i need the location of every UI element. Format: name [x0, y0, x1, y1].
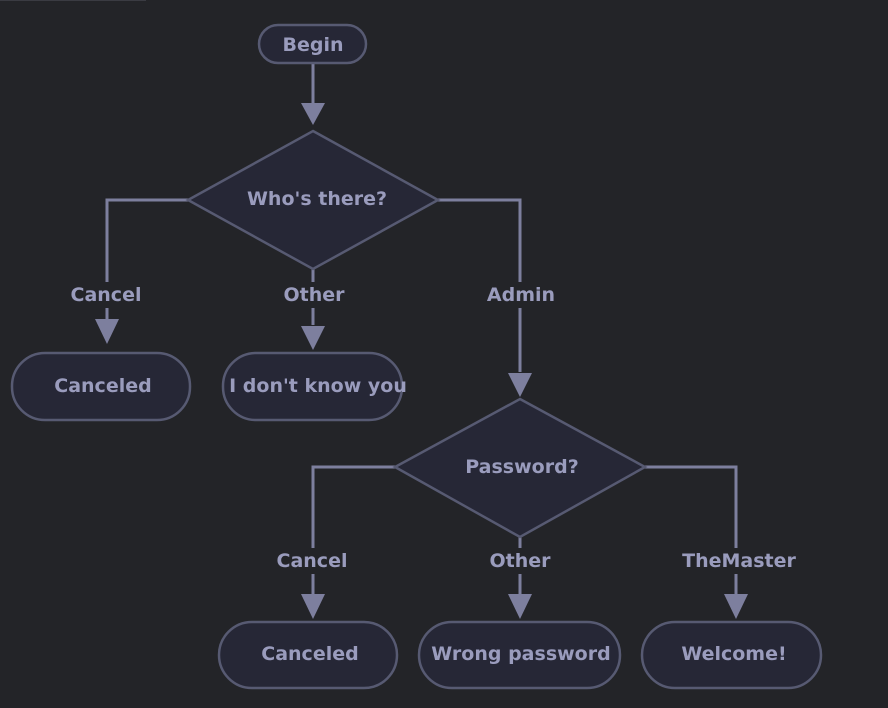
node-welcome[interactable]: Welcome!	[640, 620, 823, 690]
arrowhead-welcome	[724, 594, 748, 619]
edge-decision1-cancel	[105, 198, 190, 320]
node-canceled-1[interactable]: Canceled	[10, 351, 192, 422]
svg-text:I don't know you: I don't know you	[229, 375, 407, 397]
node-canceled-2[interactable]: Canceled	[217, 620, 399, 690]
arrowhead-wrong	[508, 594, 532, 619]
edges	[95, 64, 748, 619]
edge-label-other-2: Other	[489, 550, 551, 572]
svg-text:Password?: Password?	[465, 456, 578, 478]
edge-label-cancel-2: Cancel	[277, 550, 348, 572]
edge-label-other-1: Other	[283, 284, 345, 306]
node-decision-whos-there[interactable]: Who's there?	[185, 129, 441, 271]
edge-label-themaster: TheMaster	[682, 550, 796, 572]
node-begin[interactable]: Begin	[257, 23, 368, 65]
svg-text:Welcome!: Welcome!	[681, 643, 786, 665]
arrowhead-decision1	[301, 103, 325, 125]
svg-text:Who's there?: Who's there?	[247, 188, 387, 210]
edge-label-cancel-1: Cancel	[71, 284, 142, 306]
arrowhead-unknown	[301, 326, 325, 350]
edge-decision2-cancel	[311, 465, 397, 594]
edge-decision1-admin	[437, 198, 522, 372]
svg-text:Canceled: Canceled	[261, 643, 358, 665]
arrowhead-decision2	[508, 373, 532, 397]
arrowhead-canceled-2	[301, 594, 325, 619]
edge-labels: Cancel Other Admin Cancel Other TheMaste…	[68, 282, 797, 574]
edge-decision2-master	[644, 465, 738, 594]
top-edge-line	[0, 0, 146, 1]
svg-text:Begin: Begin	[282, 34, 343, 56]
node-decision-password[interactable]: Password?	[392, 397, 648, 539]
node-i-dont-know-you[interactable]: I don't know you	[221, 351, 407, 422]
svg-text:Canceled: Canceled	[54, 375, 151, 397]
node-wrong-password[interactable]: Wrong password	[417, 620, 622, 690]
edge-label-admin: Admin	[487, 284, 555, 306]
arrowhead-canceled-1	[95, 319, 119, 344]
svg-text:Wrong password: Wrong password	[431, 643, 610, 665]
